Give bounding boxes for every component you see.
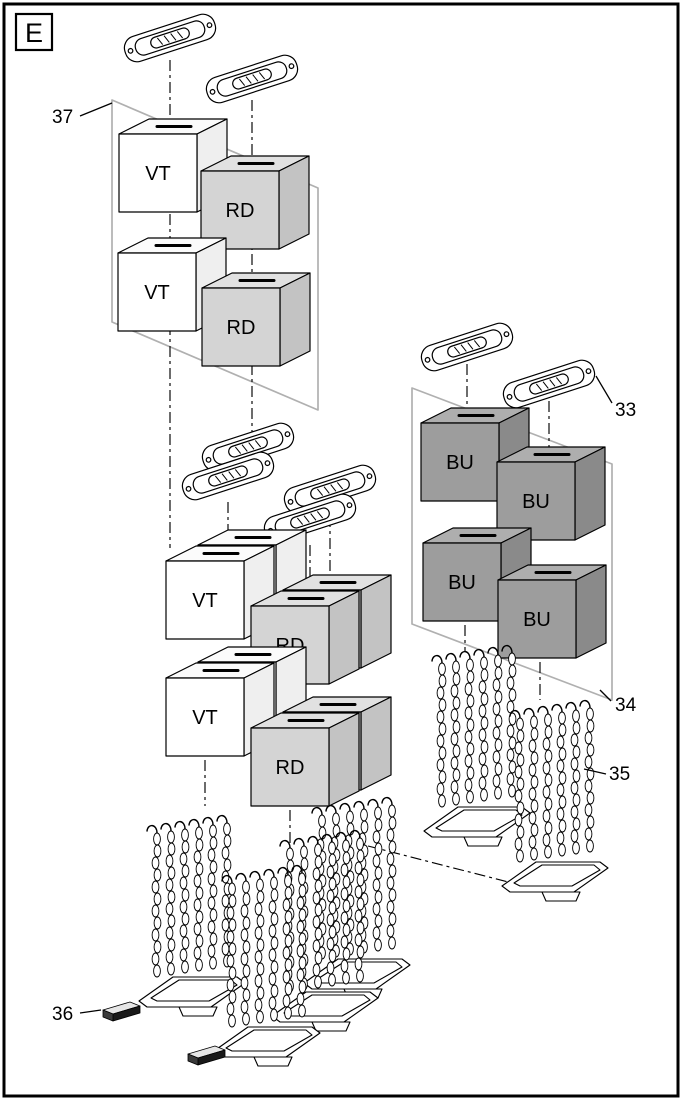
callout-33: 33 — [595, 375, 636, 421]
filter-brush — [424, 646, 530, 846]
foam-rd: RD — [200, 271, 312, 368]
callout-leader — [79, 1009, 102, 1014]
foam-bu: BU — [421, 526, 533, 623]
callout-label: 35 — [609, 764, 630, 785]
foam-label-bu: BU — [446, 452, 474, 474]
foam-label-rd: RD — [226, 200, 255, 222]
foam-vt: VT — [116, 236, 228, 333]
group-frame-34 — [411, 387, 613, 701]
foam-label-vt: VT — [144, 282, 170, 304]
callout-35: 35 — [583, 764, 630, 785]
flat-bar — [102, 1001, 141, 1022]
foam-label-bu: BU — [522, 491, 550, 513]
callout-leader — [583, 768, 607, 775]
filter-brush — [214, 866, 320, 1066]
foam-label-vt: VT — [192, 590, 218, 612]
callout-label: 33 — [615, 400, 636, 421]
cover-plate — [202, 51, 302, 107]
foam-bu: BU — [496, 563, 608, 660]
figure-letter-frame — [14, 12, 54, 52]
cover-plate — [120, 10, 220, 66]
foam-rd: RD — [199, 154, 311, 251]
foam-label-rd: RD — [276, 757, 305, 779]
callout-label: 34 — [615, 695, 637, 716]
callout-leader — [599, 689, 612, 702]
foam-vt: VT — [164, 661, 276, 758]
foam-label-bu: BU — [448, 572, 476, 594]
foam-bu: BU — [419, 406, 531, 503]
foam-bu: BU — [495, 445, 607, 542]
figure-label-box: E — [14, 12, 54, 52]
callout-label: 37 — [52, 107, 73, 128]
figure-letter: E — [25, 18, 43, 48]
flat-bar — [187, 1045, 226, 1066]
foam-label-vt: VT — [192, 707, 218, 729]
callout-label: 36 — [52, 1004, 73, 1025]
callout-leader — [79, 102, 113, 117]
callout-34: 34 — [599, 689, 637, 716]
foam-label-rd: RD — [227, 317, 256, 339]
callout-36: 36 — [52, 1004, 102, 1025]
foam-label-bu: BU — [523, 609, 551, 631]
callout-leader — [595, 375, 613, 404]
filter-brush — [502, 701, 608, 901]
foam-label-vt: VT — [145, 163, 171, 185]
foam-vt: VT — [117, 117, 229, 214]
foam-rd: RD — [249, 711, 361, 808]
callout-37: 37 — [52, 102, 113, 128]
foam-vt: VT — [164, 544, 276, 641]
